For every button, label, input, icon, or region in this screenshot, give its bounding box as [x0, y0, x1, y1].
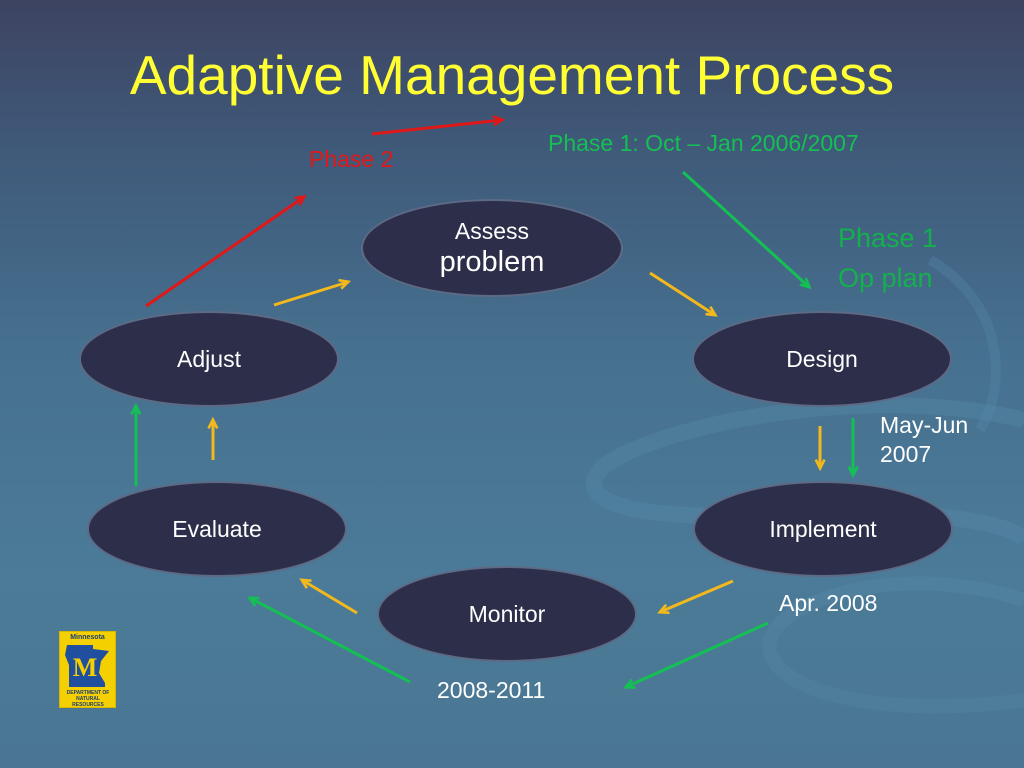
green-arrow-monitor-to-evaluate — [247, 596, 411, 684]
phase1-op-plan-line2: Op plan — [838, 263, 933, 293]
minnesota-state-shape-icon: M — [65, 645, 109, 687]
node-evaluate: Evaluate — [87, 481, 347, 577]
red-arrow-adjust-to-phase2 — [145, 195, 307, 308]
slide-title: Adaptive Management Process — [129, 44, 895, 106]
minnesota-dnr-logo-icon: Minnesota M DEPARTMENT OF NATURAL RESOUR… — [59, 631, 116, 708]
phase2-label: Phase 2 — [309, 146, 394, 172]
apr-2008-label: Apr. 2008 — [779, 590, 878, 616]
node-implement: Implement — [693, 481, 953, 577]
green-arrow-implement-to-monitor — [623, 621, 769, 689]
yellow-arrow-assess-to-design — [649, 271, 718, 317]
node-assess-label: Assess — [454, 218, 530, 244]
node-assess-problem-label: problem — [439, 246, 545, 278]
node-monitor-label: Monitor — [468, 601, 546, 627]
phase1-op-plan-line1: Phase 1 — [838, 223, 938, 253]
logo-title: Minnesota — [70, 634, 105, 641]
green-arrow-phase1-to-design — [681, 170, 812, 290]
node-adjust-label: Adjust — [177, 346, 241, 372]
yellow-arrow-implement-to-monitor — [657, 579, 734, 615]
svg-text:M: M — [73, 653, 98, 682]
may-jun-2007-label: May-Jun 2007 — [880, 411, 968, 469]
may-jun-line1: May-Jun — [880, 412, 969, 438]
node-monitor: Monitor — [377, 566, 637, 662]
node-evaluate-label: Evaluate — [172, 516, 262, 542]
node-design-label: Design — [786, 346, 858, 372]
node-adjust: Adjust — [79, 311, 339, 407]
may-jun-line2: 2007 — [880, 441, 932, 467]
phase1-op-plan-label: Phase 1 Op plan — [838, 218, 937, 298]
logo-subtitle: DEPARTMENT OF NATURAL RESOURCES — [66, 690, 110, 708]
node-design: Design — [692, 311, 952, 407]
node-assess-problem: Assess problem — [361, 199, 623, 297]
yellow-arrow-monitor-to-evaluate — [299, 578, 358, 615]
years-2008-2011-label: 2008-2011 — [437, 677, 546, 703]
red-arrow-phase2-to-phase1 — [371, 115, 506, 136]
phase1-schedule-label: Phase 1: Oct – Jan 2006/2007 — [548, 130, 859, 156]
yellow-arrow-adjust-to-assess — [273, 278, 352, 307]
node-implement-label: Implement — [769, 516, 877, 542]
